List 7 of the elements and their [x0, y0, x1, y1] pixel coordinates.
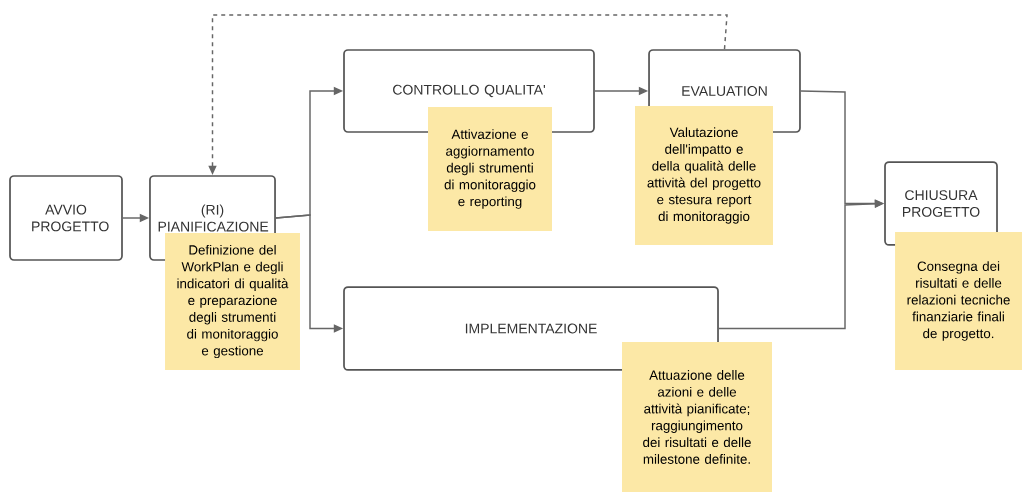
process-box: AVVIO PROGETTO	[9, 175, 123, 261]
sticky-note: Attivazione e aggiornamento degli strumenti di monitoraggio e reporting	[428, 107, 552, 231]
sticky-note: Consegna dei risultati e delle relazioni tecniche finanziarie finali de progetto.	[895, 232, 1022, 370]
process-box: IMPLEMENTAZIONE	[343, 286, 719, 371]
sticky-note: Attuazione delle azioni e delle attività pianificate; raggiungimento dei risultati e delle milestone definite.	[622, 342, 772, 492]
sticky-note: Valutazione dell'impatto e della qualità delle attività del progetto e stesura report di monitoraggio	[635, 106, 773, 245]
sticky-note: Definizione del WorkPlan e degli indicatori di qualità e preparazione degli strumenti di monitoraggio e gestione	[165, 232, 300, 371]
